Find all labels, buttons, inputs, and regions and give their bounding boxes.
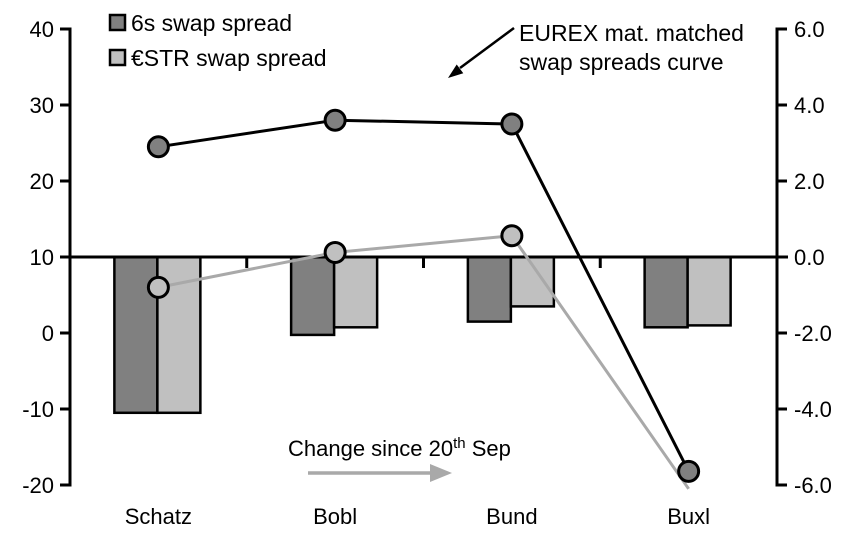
marker-6s-buxl [677, 459, 701, 483]
annotation-arrow-head-icon [448, 64, 464, 78]
bar-6s-bund [466, 255, 513, 323]
marker-estr-bund [500, 224, 524, 248]
right-axis-tick-label: 2.0 [794, 169, 825, 194]
category-label-bund: Bund [486, 504, 537, 529]
left-axis-tick-label: 20 [30, 169, 54, 194]
legend-swatch-estr [108, 48, 127, 67]
marker-6s-bobl [323, 108, 347, 132]
left-axis-tick-label: 30 [30, 93, 54, 118]
marker-6s-bund [500, 112, 524, 136]
change-arrow-head-icon [430, 464, 452, 482]
annotation-line2: swap spreads curve [519, 49, 724, 75]
change-note-prefix: Change since 20 [288, 436, 453, 461]
category-label-schatz: Schatz [125, 504, 192, 529]
line-6s [158, 118, 690, 473]
legend-label-estr: €STR swap spread [131, 45, 327, 71]
right-axis-tick-label: -4.0 [794, 397, 832, 422]
right-axis-tick-label: 4.0 [794, 93, 825, 118]
bar-estr-buxl [686, 255, 732, 327]
change-note: Change since 20th Sep [288, 435, 511, 482]
bar-6s-bobl [289, 255, 336, 337]
right-axis-tick-label: -6.0 [794, 473, 832, 498]
annotation-line1: EUREX mat. matched [519, 20, 744, 46]
plot-area: 403020100-10-206.04.02.00.0-2.0-4.0-6.0S… [22, 17, 832, 529]
left-axis-tick-label: 40 [30, 17, 54, 42]
marker-estr-schatz [146, 275, 170, 299]
change-note-text: Change since 20th Sep [288, 435, 511, 461]
legend-label-6s: 6s swap spread [131, 10, 292, 36]
left-axis-tick-label: -20 [22, 473, 54, 498]
annotation: EUREX mat. matched swap spreads curve [448, 20, 744, 78]
change-note-sup: th [453, 435, 466, 452]
annotation-arrow-line [459, 26, 515, 70]
category-label-buxl: Buxl [667, 504, 710, 529]
left-axis-tick-label: 0 [42, 321, 54, 346]
category-label-bobl: Bobl [313, 504, 357, 529]
right-axis-tick-label: 6.0 [794, 17, 825, 42]
right-axis-tick-label: -2.0 [794, 321, 832, 346]
bar-estr-bobl [332, 255, 379, 329]
right-axis-tick-label: 0.0 [794, 245, 825, 270]
left-axis-tick-label: 10 [30, 245, 54, 270]
marker-6s-schatz [146, 135, 170, 159]
change-note-suffix: Sep [466, 436, 511, 461]
marker-estr-bobl [323, 240, 347, 264]
bar-6s-buxl [643, 255, 689, 329]
legend: 6s swap spread €STR swap spread [108, 10, 327, 71]
legend-swatch-6s [108, 13, 127, 32]
line-estr [158, 234, 690, 490]
left-axis-tick-label: -10 [22, 397, 54, 422]
